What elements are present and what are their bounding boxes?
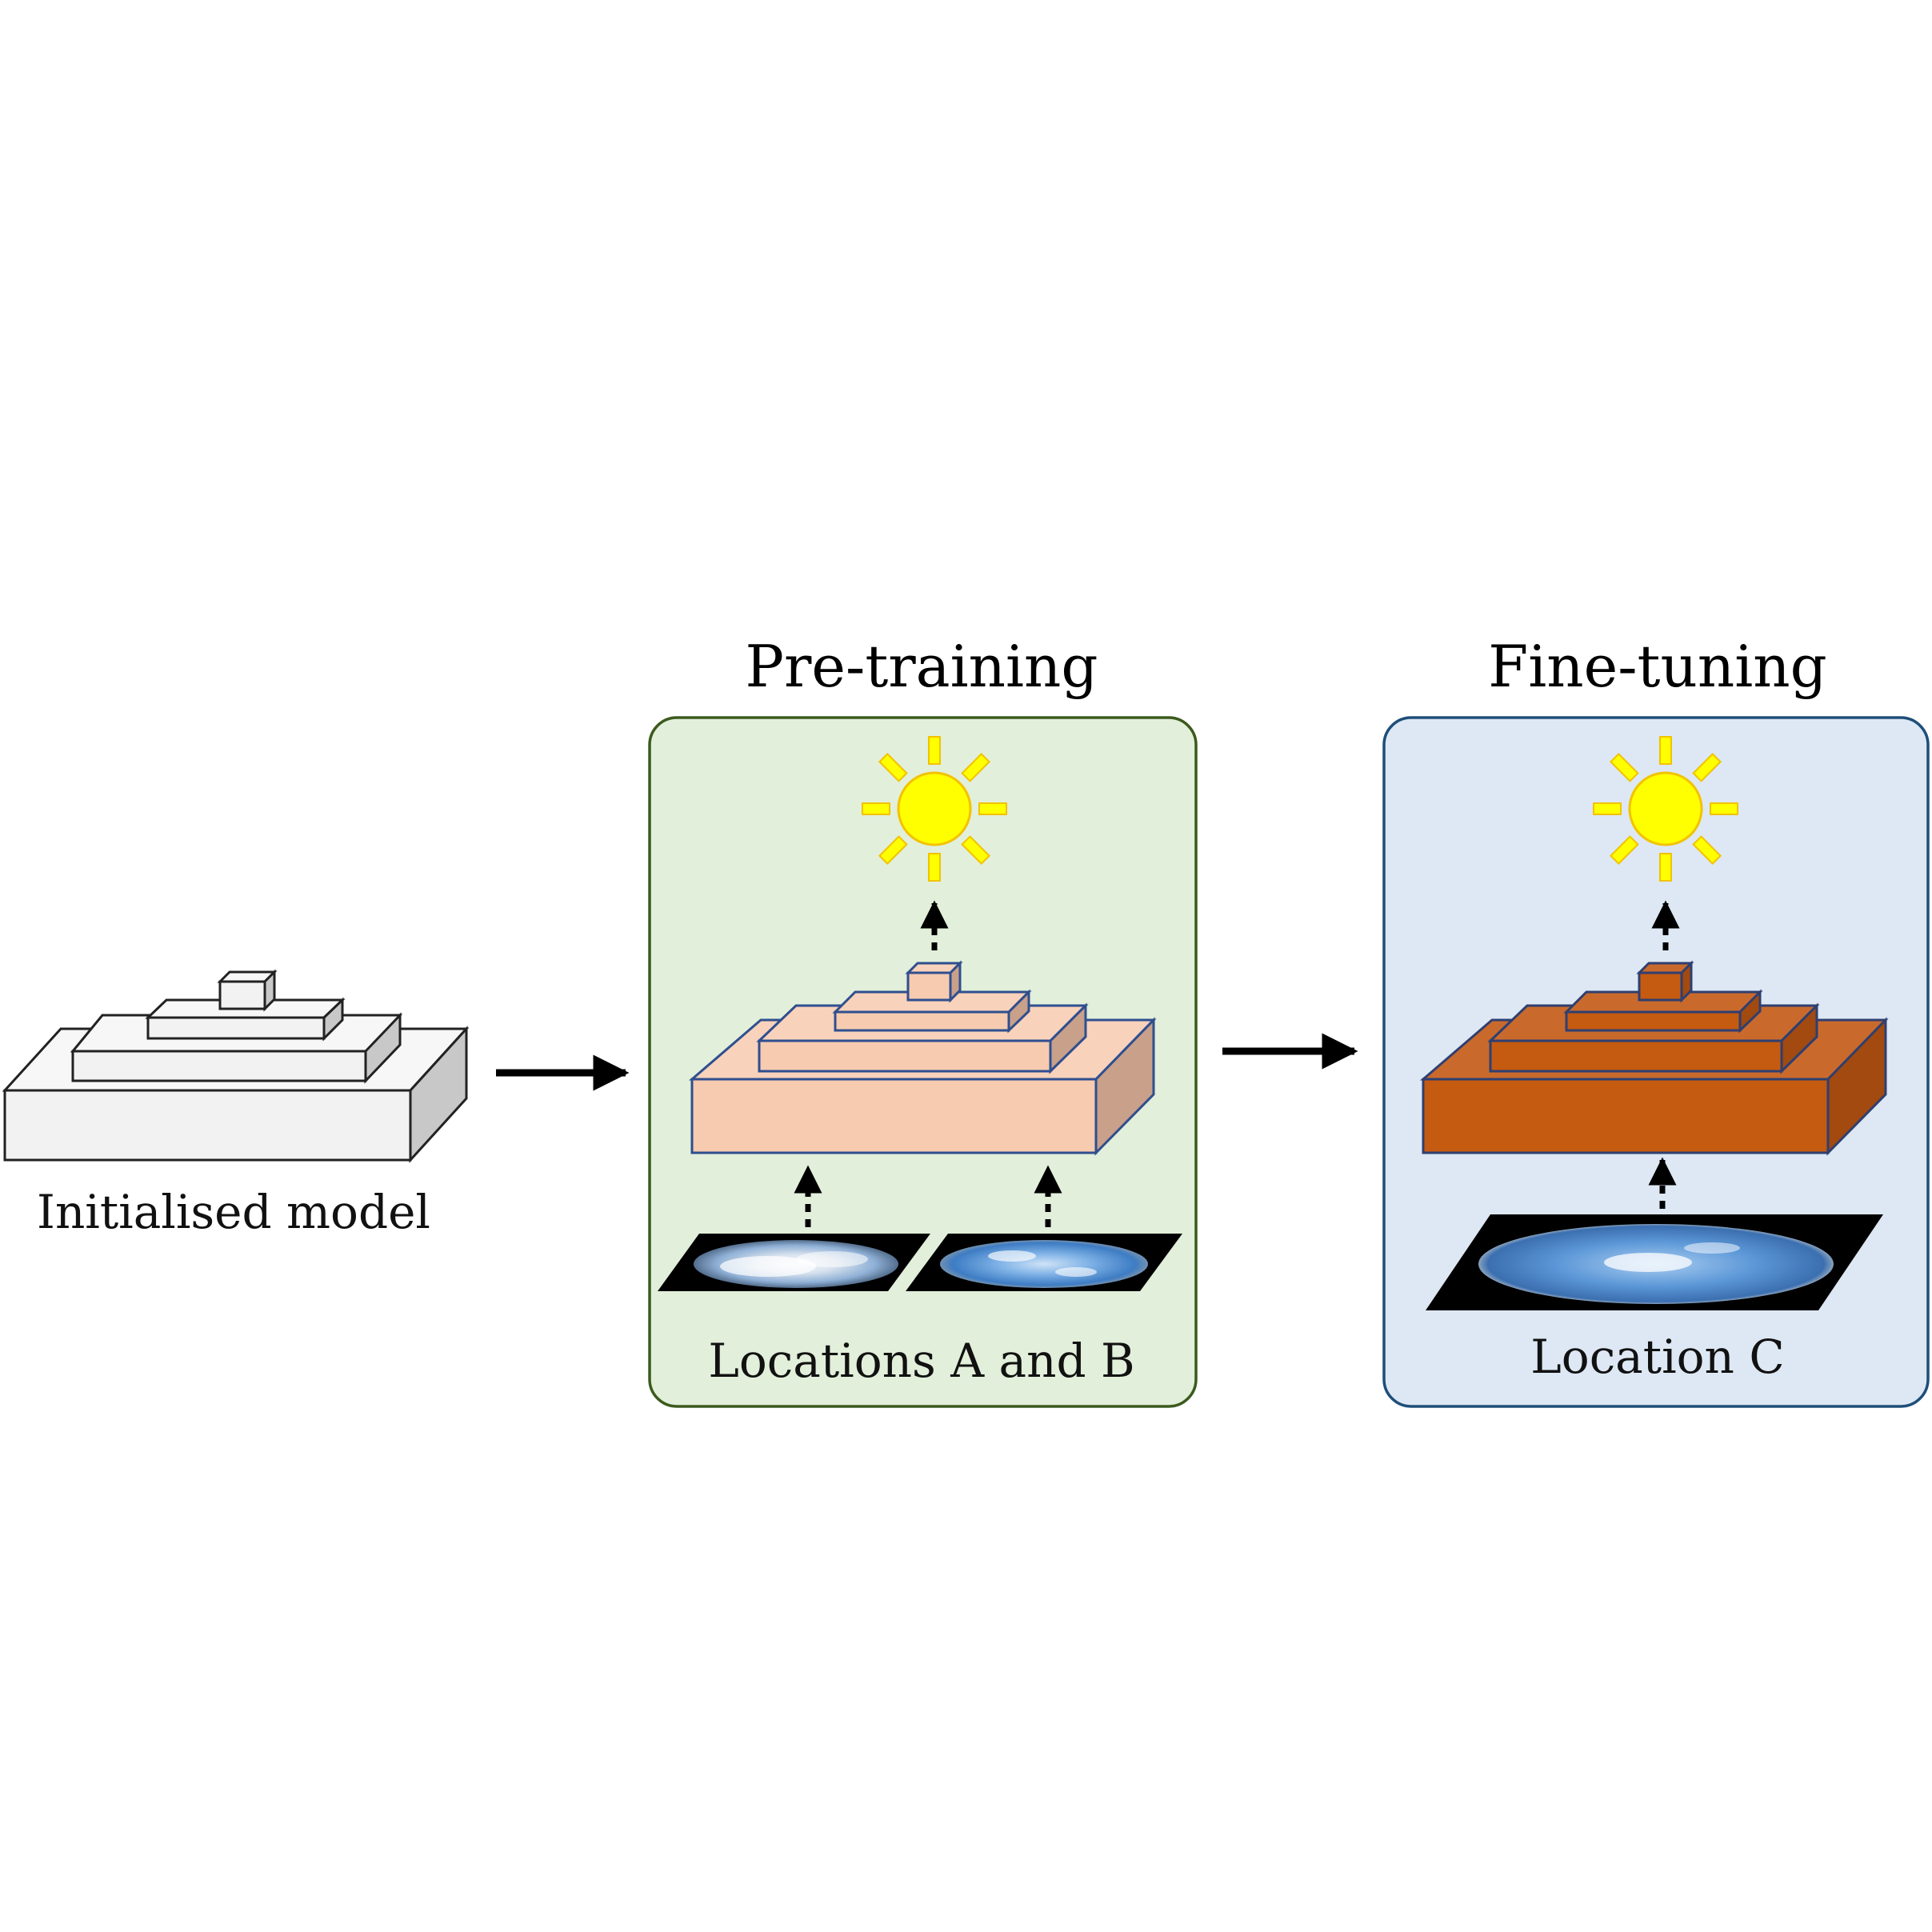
sun-ray xyxy=(961,835,991,866)
title-finetuning: Fine-tuning xyxy=(1488,633,1826,700)
sun-ray xyxy=(1609,752,1639,782)
model-stack-initial xyxy=(2,969,470,1163)
sun-ray xyxy=(961,752,991,782)
caption-locations-a-b: Locations A and B xyxy=(708,1334,1134,1388)
sun-ray xyxy=(862,802,890,815)
pretraining-stage: Pre-training xyxy=(648,633,1198,1408)
title-pretraining: Pre-training xyxy=(746,633,1098,700)
caption-location-c: Location C xyxy=(1530,1330,1784,1384)
sun-ray xyxy=(878,752,908,782)
sun-icon xyxy=(862,736,1007,882)
sun-ray xyxy=(978,802,1007,815)
layer-3 xyxy=(1563,989,1763,1034)
sun-ray xyxy=(1692,835,1722,866)
layer-3 xyxy=(832,989,1032,1034)
sun-icon xyxy=(1593,736,1738,882)
sky-image-location-c xyxy=(1426,1214,1883,1310)
sun-ray xyxy=(1692,752,1722,782)
sun-ray xyxy=(1710,802,1738,815)
sky-image-location-b xyxy=(906,1234,1182,1291)
sun-ray xyxy=(1593,802,1622,815)
model-stack-finetuning xyxy=(1419,960,1889,1156)
layer-top-cube xyxy=(1636,960,1694,1003)
finetuning-stage: Fine-tuning xyxy=(1382,633,1930,1408)
sun-ray xyxy=(1659,853,1672,882)
sun-ray xyxy=(1659,736,1672,765)
caption-initialised-model: Initialised model xyxy=(37,1185,430,1239)
sun-ray xyxy=(928,853,941,882)
sun-ray xyxy=(1609,835,1639,866)
model-stack-pretraining xyxy=(688,960,1157,1156)
initialised-model: Initialised model xyxy=(2,969,470,1239)
sun-ray xyxy=(928,736,941,765)
layer-2 xyxy=(70,1012,403,1084)
sky-image-location-a xyxy=(658,1234,930,1291)
layer-top-cube xyxy=(905,960,963,1003)
sun-ray xyxy=(878,835,908,866)
layer-top-cube xyxy=(217,969,278,1012)
